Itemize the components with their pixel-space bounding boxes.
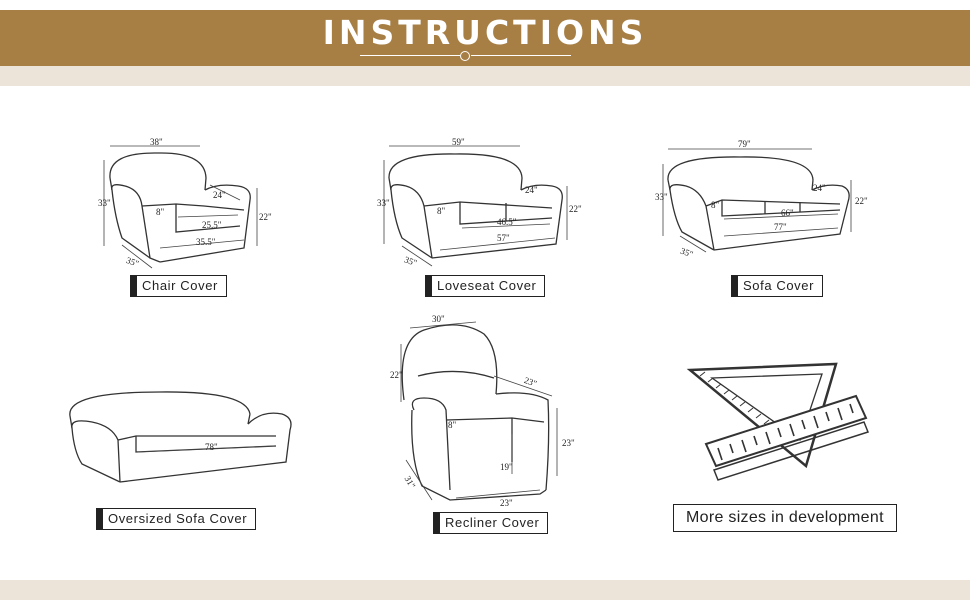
- more-sizes-label: More sizes in development: [673, 504, 897, 532]
- svg-text:35": 35": [679, 246, 695, 260]
- svg-text:33": 33": [98, 198, 111, 208]
- svg-text:57": 57": [497, 233, 510, 243]
- svg-text:24": 24": [813, 183, 826, 193]
- svg-text:8": 8": [437, 206, 446, 216]
- svg-text:77": 77": [774, 222, 787, 232]
- svg-text:46.5": 46.5": [497, 217, 517, 227]
- svg-text:35": 35": [125, 255, 141, 269]
- recliner-cover-label: Recliner Cover: [433, 512, 549, 534]
- footer-band: [0, 580, 970, 600]
- svg-text:24": 24": [213, 190, 226, 200]
- svg-text:35.5": 35.5": [196, 237, 216, 247]
- loveseat-cover-label: Loveseat Cover: [425, 275, 546, 297]
- oversized-sofa-cover-label: Oversized Sofa Cover: [96, 508, 257, 530]
- svg-text:66": 66": [781, 208, 794, 218]
- svg-text:22": 22": [390, 370, 403, 380]
- page-title: INSTRUCTIONS: [322, 13, 648, 52]
- title-divider-right: [471, 55, 571, 56]
- svg-text:23": 23": [500, 498, 513, 508]
- svg-text:22": 22": [569, 204, 582, 214]
- title-divider-dot: [460, 51, 470, 61]
- header-bar: [0, 10, 970, 66]
- sofa-cover-label: Sofa Cover: [731, 275, 824, 297]
- svg-text:59": 59": [452, 137, 465, 147]
- svg-text:23": 23": [562, 438, 575, 448]
- chair-cover-label: Chair Cover: [130, 275, 227, 297]
- svg-text:79": 79": [738, 139, 751, 149]
- svg-text:8": 8": [156, 207, 165, 217]
- svg-text:38": 38": [150, 137, 163, 147]
- svg-text:22": 22": [855, 196, 868, 206]
- svg-text:33": 33": [377, 198, 390, 208]
- svg-text:30": 30": [432, 314, 445, 324]
- svg-text:22": 22": [259, 212, 272, 222]
- svg-text:8": 8": [448, 420, 457, 430]
- svg-text:19": 19": [500, 462, 513, 472]
- svg-text:8": 8": [711, 200, 720, 210]
- svg-text:23": 23": [523, 375, 539, 389]
- svg-text:33": 33": [655, 192, 668, 202]
- title-divider-left: [360, 55, 460, 56]
- header-band: [0, 66, 970, 86]
- svg-text:35": 35": [403, 254, 419, 268]
- svg-text:78": 78": [205, 442, 218, 452]
- svg-text:25.5": 25.5": [202, 220, 222, 230]
- svg-text:24": 24": [525, 185, 538, 195]
